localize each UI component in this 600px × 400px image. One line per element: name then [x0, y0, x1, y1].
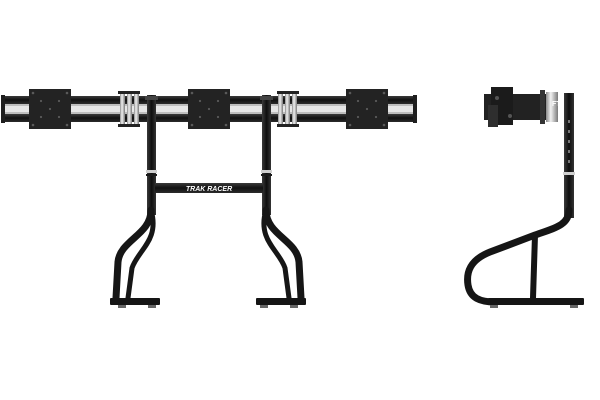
hinge-clamp-right: [277, 91, 299, 127]
front-foot-left: [110, 298, 160, 308]
front-leg-left: [112, 206, 156, 302]
vesa-plate-left: [29, 89, 71, 129]
side-base-tube: [464, 206, 573, 306]
front-view-stand: TRAK RACER: [1, 89, 417, 308]
side-upright: FT: [552, 93, 575, 218]
front-leg-right: [261, 206, 305, 302]
front-post-right: [260, 95, 273, 215]
side-mount-head: [484, 87, 558, 127]
front-post-left: [145, 95, 158, 215]
side-label: FT: [552, 101, 561, 108]
front-foot-right: [256, 298, 306, 308]
side-foot: [488, 298, 584, 308]
front-cross-brace: TRAK RACER: [155, 183, 263, 193]
side-view-stand: FT: [464, 87, 584, 308]
vesa-plate-center: [188, 89, 230, 129]
vesa-plate-right: [346, 89, 388, 129]
hinge-clamp-left: [118, 91, 140, 127]
brand-label: TRAK RACER: [186, 186, 232, 193]
